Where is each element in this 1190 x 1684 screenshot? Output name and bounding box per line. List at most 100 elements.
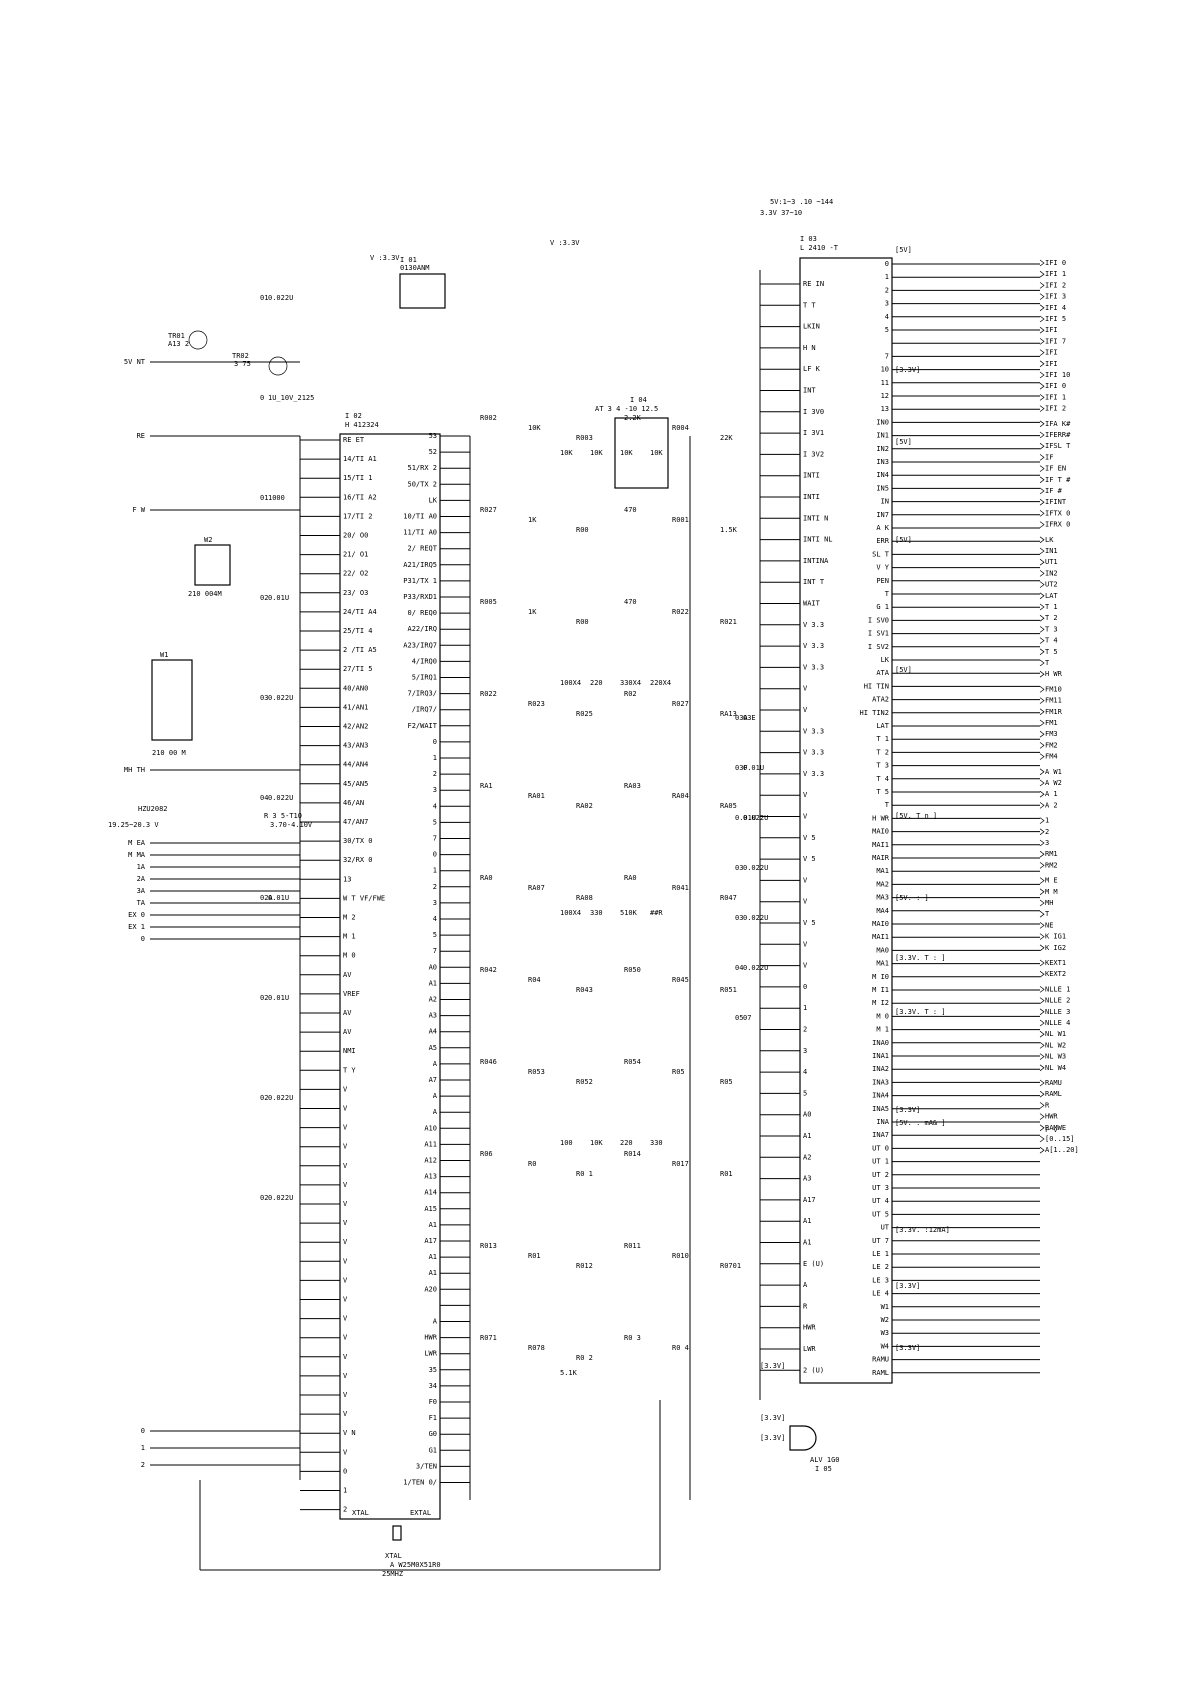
right-signal-label: A 2 bbox=[1045, 801, 1058, 809]
u02-pin-label-left: V bbox=[343, 1219, 348, 1227]
right-signal-label: T bbox=[1045, 659, 1050, 667]
sw2-ref: W2 bbox=[204, 536, 212, 544]
resistor-ref: R045 bbox=[672, 976, 689, 984]
resistor-ref: R023 bbox=[528, 700, 545, 708]
resistor-ref: R001 bbox=[672, 516, 689, 524]
u03-pin-label-right: I SV0 bbox=[868, 616, 889, 624]
u03-pin-label-right: MA3 bbox=[876, 894, 889, 902]
u02-pin-label-right: 0 bbox=[433, 851, 437, 859]
u02-pin-label-right: A13 bbox=[424, 1173, 437, 1181]
u02-pin-label-right: F1 bbox=[429, 1414, 437, 1422]
port-arrow-icon bbox=[1039, 405, 1045, 412]
port-arrow-icon bbox=[1039, 686, 1045, 693]
right-signal-label: A W2 bbox=[1045, 779, 1062, 787]
resistor-ref: R0701 bbox=[720, 1262, 741, 1270]
resistor-value: 220X4 bbox=[650, 679, 671, 687]
capacitor-label: 02 bbox=[260, 1194, 268, 1202]
u03-pin-label-right: 5 bbox=[885, 326, 889, 334]
u03-pin-label-left: INT bbox=[803, 387, 816, 395]
u03-pin-label-left: V 5 bbox=[803, 855, 816, 863]
u02-pin-label-right: 5 bbox=[433, 931, 437, 939]
u02-pin-label-right: 3 bbox=[433, 786, 437, 794]
right-signal-label: 1 bbox=[1045, 817, 1049, 825]
u02-xtal-right: EXTAL bbox=[410, 1509, 431, 1517]
right-signal-label: KEXT2 bbox=[1045, 970, 1066, 978]
right-signal-label: IN2 bbox=[1045, 569, 1058, 577]
resistor-ref: R0 1 bbox=[576, 1170, 593, 1178]
u03-pin-label-left: V bbox=[803, 685, 808, 693]
u03-pin-label-left: INTI bbox=[803, 493, 820, 501]
u03-pin-label-left: INTI bbox=[803, 472, 820, 480]
u02-pin-label-right: 34 bbox=[429, 1382, 437, 1390]
xtal-ref: XTAL bbox=[385, 1552, 402, 1560]
u03-pin-label-left: E (U) bbox=[803, 1260, 824, 1268]
u02-pin-label-right: 4 bbox=[433, 802, 437, 810]
port-arrow-icon bbox=[1039, 558, 1045, 566]
right-signal-label: A 1 bbox=[1045, 790, 1058, 798]
u02-pin-label-left: V bbox=[343, 1315, 348, 1323]
xtal-part: A W25M0X51R0 bbox=[390, 1561, 441, 1569]
resistor-value: 100 bbox=[560, 1139, 573, 1147]
u02-pin-label-left: V bbox=[343, 1276, 348, 1284]
resistor-ref: R022 bbox=[480, 690, 497, 698]
u03-pin-label-right: T bbox=[885, 801, 890, 809]
resistor-ref: R005 bbox=[480, 598, 497, 606]
right-signal-label: IFI 0 bbox=[1045, 382, 1066, 390]
right-signal-label: FM10 bbox=[1045, 685, 1062, 693]
resistor-ref: R004 bbox=[672, 424, 689, 432]
bracket-note: [3.3V. :12mA] bbox=[895, 1226, 950, 1234]
resistor-ref: R05 bbox=[720, 1078, 733, 1086]
right-signal-label: K IG1 bbox=[1045, 933, 1066, 941]
resistor-value: 10K bbox=[620, 449, 633, 457]
u03-pin-label-left: INTI NL bbox=[803, 536, 833, 544]
u03-pin-label-left: V 5 bbox=[803, 834, 816, 842]
u03-pin-label-left: V 3.3 bbox=[803, 770, 824, 778]
left-signal-label: 1 bbox=[141, 1444, 145, 1452]
sw1-dip-switch[interactable] bbox=[151, 659, 193, 741]
bracket-note: [5V. T n ] bbox=[895, 812, 937, 820]
sw1-ref: W1 bbox=[160, 651, 168, 659]
reg-part: R 3 5-T10 bbox=[264, 812, 302, 820]
capacitor-label: 0.022U bbox=[268, 694, 293, 702]
capacitor-label: 02A bbox=[260, 894, 273, 902]
u03-pin-label-right: M I0 bbox=[872, 973, 889, 981]
port-arrow-icon bbox=[1039, 603, 1045, 611]
resistor-ref: R003 bbox=[576, 434, 593, 442]
u03-pin-label-left: T T bbox=[803, 301, 816, 309]
u03-pin-label-right: T bbox=[885, 590, 890, 598]
u03-pin-label-right: MAI0 bbox=[872, 828, 889, 836]
u03-pin-label-left: HWR bbox=[803, 1324, 816, 1332]
capacitor-label: 0.01U bbox=[268, 894, 289, 902]
resistor-ref: R027 bbox=[672, 700, 689, 708]
resistor-ref: R010 bbox=[672, 1252, 689, 1260]
u02-pin-label-left: V bbox=[343, 1181, 348, 1189]
u03-pin-label-right: UT 7 bbox=[872, 1237, 889, 1245]
port-arrow-icon bbox=[1039, 270, 1045, 278]
u02-pin-label-left: AV bbox=[343, 1009, 352, 1017]
port-arrow-icon bbox=[1039, 476, 1045, 484]
u03-pin-label-right: LE 1 bbox=[872, 1250, 889, 1258]
u02-pin-label-left: W T VF/FWE bbox=[343, 894, 385, 902]
u03-pin-label-left: V 3.3 bbox=[803, 663, 824, 671]
u03-pin-label-right: T 2 bbox=[876, 748, 889, 756]
power-note-2: 3.3V 37~10 bbox=[760, 209, 802, 217]
right-signal-label: R bbox=[1045, 1101, 1050, 1109]
resistor-value: ##R bbox=[650, 909, 663, 917]
tr02-ref: TR02 bbox=[232, 352, 249, 360]
u03-pin-label-right: 2 bbox=[885, 286, 889, 294]
resistor-ref: RA13 bbox=[720, 710, 737, 718]
capacitor-label: 0.022U bbox=[268, 794, 293, 802]
left-signal-label: MH TH bbox=[124, 766, 145, 774]
left-signal-label: 5V NT bbox=[124, 358, 146, 366]
port-arrow-icon bbox=[1039, 1019, 1045, 1027]
u03-pin-label-right: T 4 bbox=[876, 775, 889, 783]
sw2-dip-switch[interactable] bbox=[194, 544, 231, 586]
u02-pin-label-right: A0 bbox=[429, 963, 437, 971]
port-arrow-icon bbox=[1039, 768, 1045, 776]
port-arrow-icon bbox=[1039, 581, 1045, 588]
capacitor-label: 01 bbox=[260, 494, 268, 502]
port-arrow-icon bbox=[1039, 970, 1045, 978]
u02-pin-label-right: 1 bbox=[433, 754, 437, 762]
u03-pin-label-right: M I1 bbox=[872, 986, 889, 994]
u03-pin-label-left: 2 (U) bbox=[803, 1366, 824, 1374]
